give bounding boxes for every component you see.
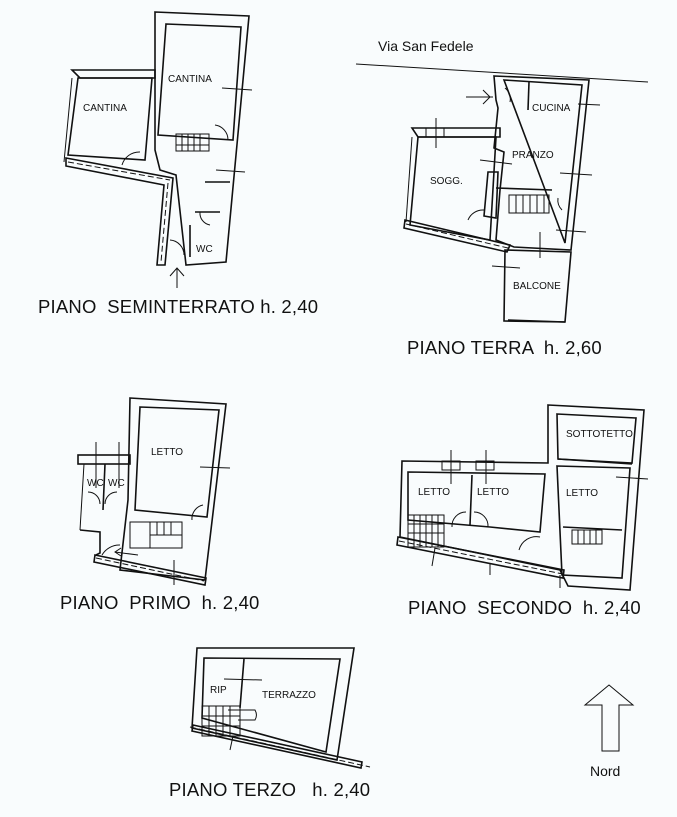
stairs-icon	[407, 514, 445, 548]
room-label: LETTO	[418, 487, 450, 498]
room-label: CUCINA	[532, 103, 571, 114]
room-label: PRANZO	[512, 150, 554, 161]
room-label: SOGG.	[430, 176, 463, 187]
plan-terra: CUCINA PRANZO SOGG. BALCONE	[355, 63, 649, 323]
room-label: RIP	[210, 685, 227, 696]
stairs-icon	[175, 133, 210, 152]
room-label: TERRAZZO	[262, 690, 316, 701]
north-arrow-icon	[583, 684, 635, 752]
compass-label: Nord	[590, 763, 621, 779]
plan-secondo: SOTTOTETTO LETTO LETTO LETTO	[396, 404, 649, 591]
room-label: WC	[108, 478, 125, 489]
room-label: CANTINA	[83, 103, 127, 114]
floor-title-terzo: PIANO TERZO h. 2,40	[169, 779, 371, 800]
plan-seminterrato: CANTINA CANTINA WC	[63, 11, 253, 288]
plan-primo: LETTO WC WC	[77, 397, 231, 586]
room-label: LETTO	[566, 488, 598, 499]
floor-title-secondo: PIANO SECONDO h. 2,40	[408, 597, 641, 618]
room-label: WC	[196, 244, 213, 255]
street-label: Via San Fedele	[378, 38, 474, 54]
room-label: SOTTOTETTO	[566, 429, 633, 440]
room-label: LETTO	[151, 447, 183, 458]
stairs-icon	[201, 705, 241, 737]
plan-terzo: RIP TERRAZZO	[189, 647, 371, 769]
stairs-icon	[129, 521, 183, 549]
room-label: CANTINA	[168, 74, 212, 85]
room-label: LETTO	[477, 487, 509, 498]
stairs-icon	[571, 529, 603, 545]
stairs-icon	[508, 194, 550, 214]
room-label: BALCONE	[513, 281, 561, 292]
floor-title-primo: PIANO PRIMO h. 2,40	[60, 592, 260, 613]
floor-title-seminterrato: PIANO SEMINTERRATO h. 2,40	[38, 296, 319, 317]
room-label: WC	[87, 478, 104, 489]
floor-title-terra: PIANO TERRA h. 2,60	[407, 337, 602, 358]
